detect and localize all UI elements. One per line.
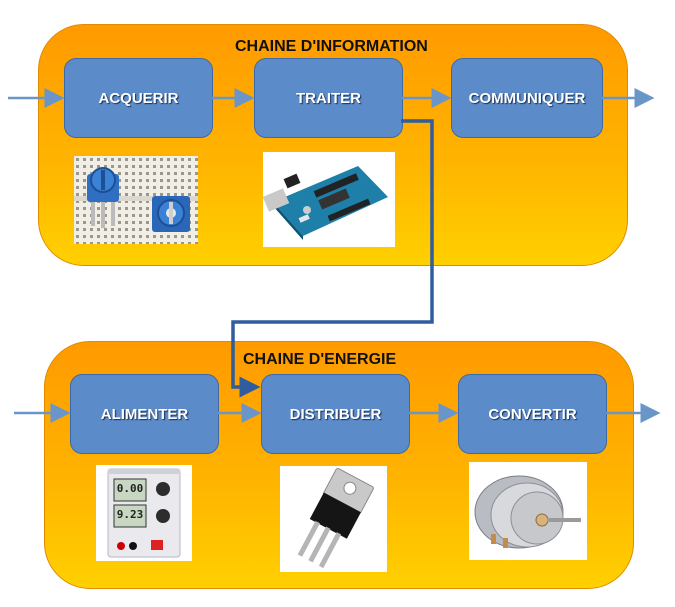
lab-power-supply-icon: 0.00 9.23 xyxy=(96,465,192,561)
information-chain-title: CHAINE D'INFORMATION xyxy=(235,38,428,55)
potentiometer-breadboard-icon xyxy=(74,156,198,244)
dc-motor-icon xyxy=(469,462,587,560)
display-top-value: 0.00 xyxy=(116,482,144,495)
block-convertir: CONVERTIR xyxy=(458,374,607,454)
display-bottom-value: 9.23 xyxy=(116,508,144,521)
transistor-icon xyxy=(280,466,387,572)
block-distribuer: DISTRIBUER xyxy=(261,374,410,454)
block-alimenter: ALIMENTER xyxy=(70,374,219,454)
arduino-board-icon xyxy=(263,152,395,247)
block-communiquer: COMMUNIQUER xyxy=(451,58,603,138)
block-traiter: TRAITER xyxy=(254,58,403,138)
block-acquerir: ACQUERIR xyxy=(64,58,213,138)
energy-chain-title: CHAINE D'ENERGIE xyxy=(243,351,397,368)
